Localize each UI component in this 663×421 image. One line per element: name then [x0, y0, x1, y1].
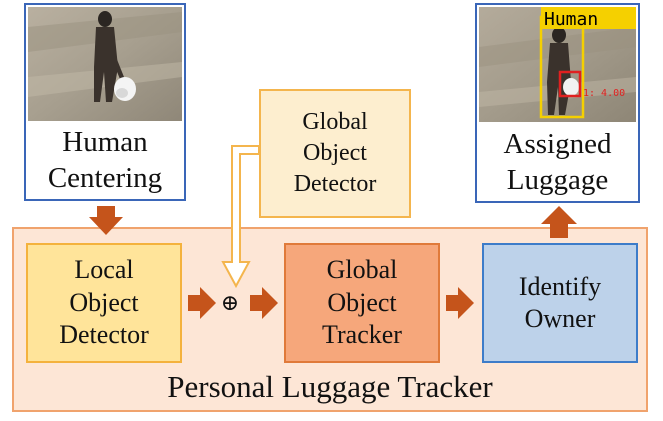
arrow-combine-to-tracker — [250, 287, 278, 319]
arrow-input-to-local-detector — [89, 206, 123, 235]
identify-owner-box: Identify Owner — [482, 243, 638, 363]
input-photo — [28, 7, 182, 121]
luggage-detection-label: 1: 4.00 — [583, 88, 625, 99]
arrow-tracker-to-owner — [446, 287, 474, 319]
assigned-luggage-label: Assigned Luggage — [503, 127, 612, 196]
human-centering-card: Human Centering — [24, 3, 186, 201]
personal-luggage-tracker-title: Personal Luggage Tracker — [167, 368, 493, 404]
arrow-global-detector-to-combine — [221, 145, 260, 289]
output-photo: Human 1: 4.00 — [479, 7, 636, 122]
human-centering-label: Human Centering — [47, 125, 163, 194]
assigned-luggage-card: Human 1: 4.00 Assigned Luggage — [475, 3, 640, 203]
luggage-bounding-box — [558, 70, 582, 98]
arrow-local-to-combine — [188, 287, 216, 319]
arrow-tracker-to-output — [541, 206, 577, 238]
combine-operator: ⊕ — [220, 290, 240, 316]
human-detection-label: Human — [544, 9, 598, 30]
global-object-detector-box: Global Object Detector — [259, 89, 411, 218]
global-object-tracker-box: Global Object Tracker — [284, 243, 440, 363]
local-object-detector-box: Local Object Detector — [26, 243, 182, 363]
